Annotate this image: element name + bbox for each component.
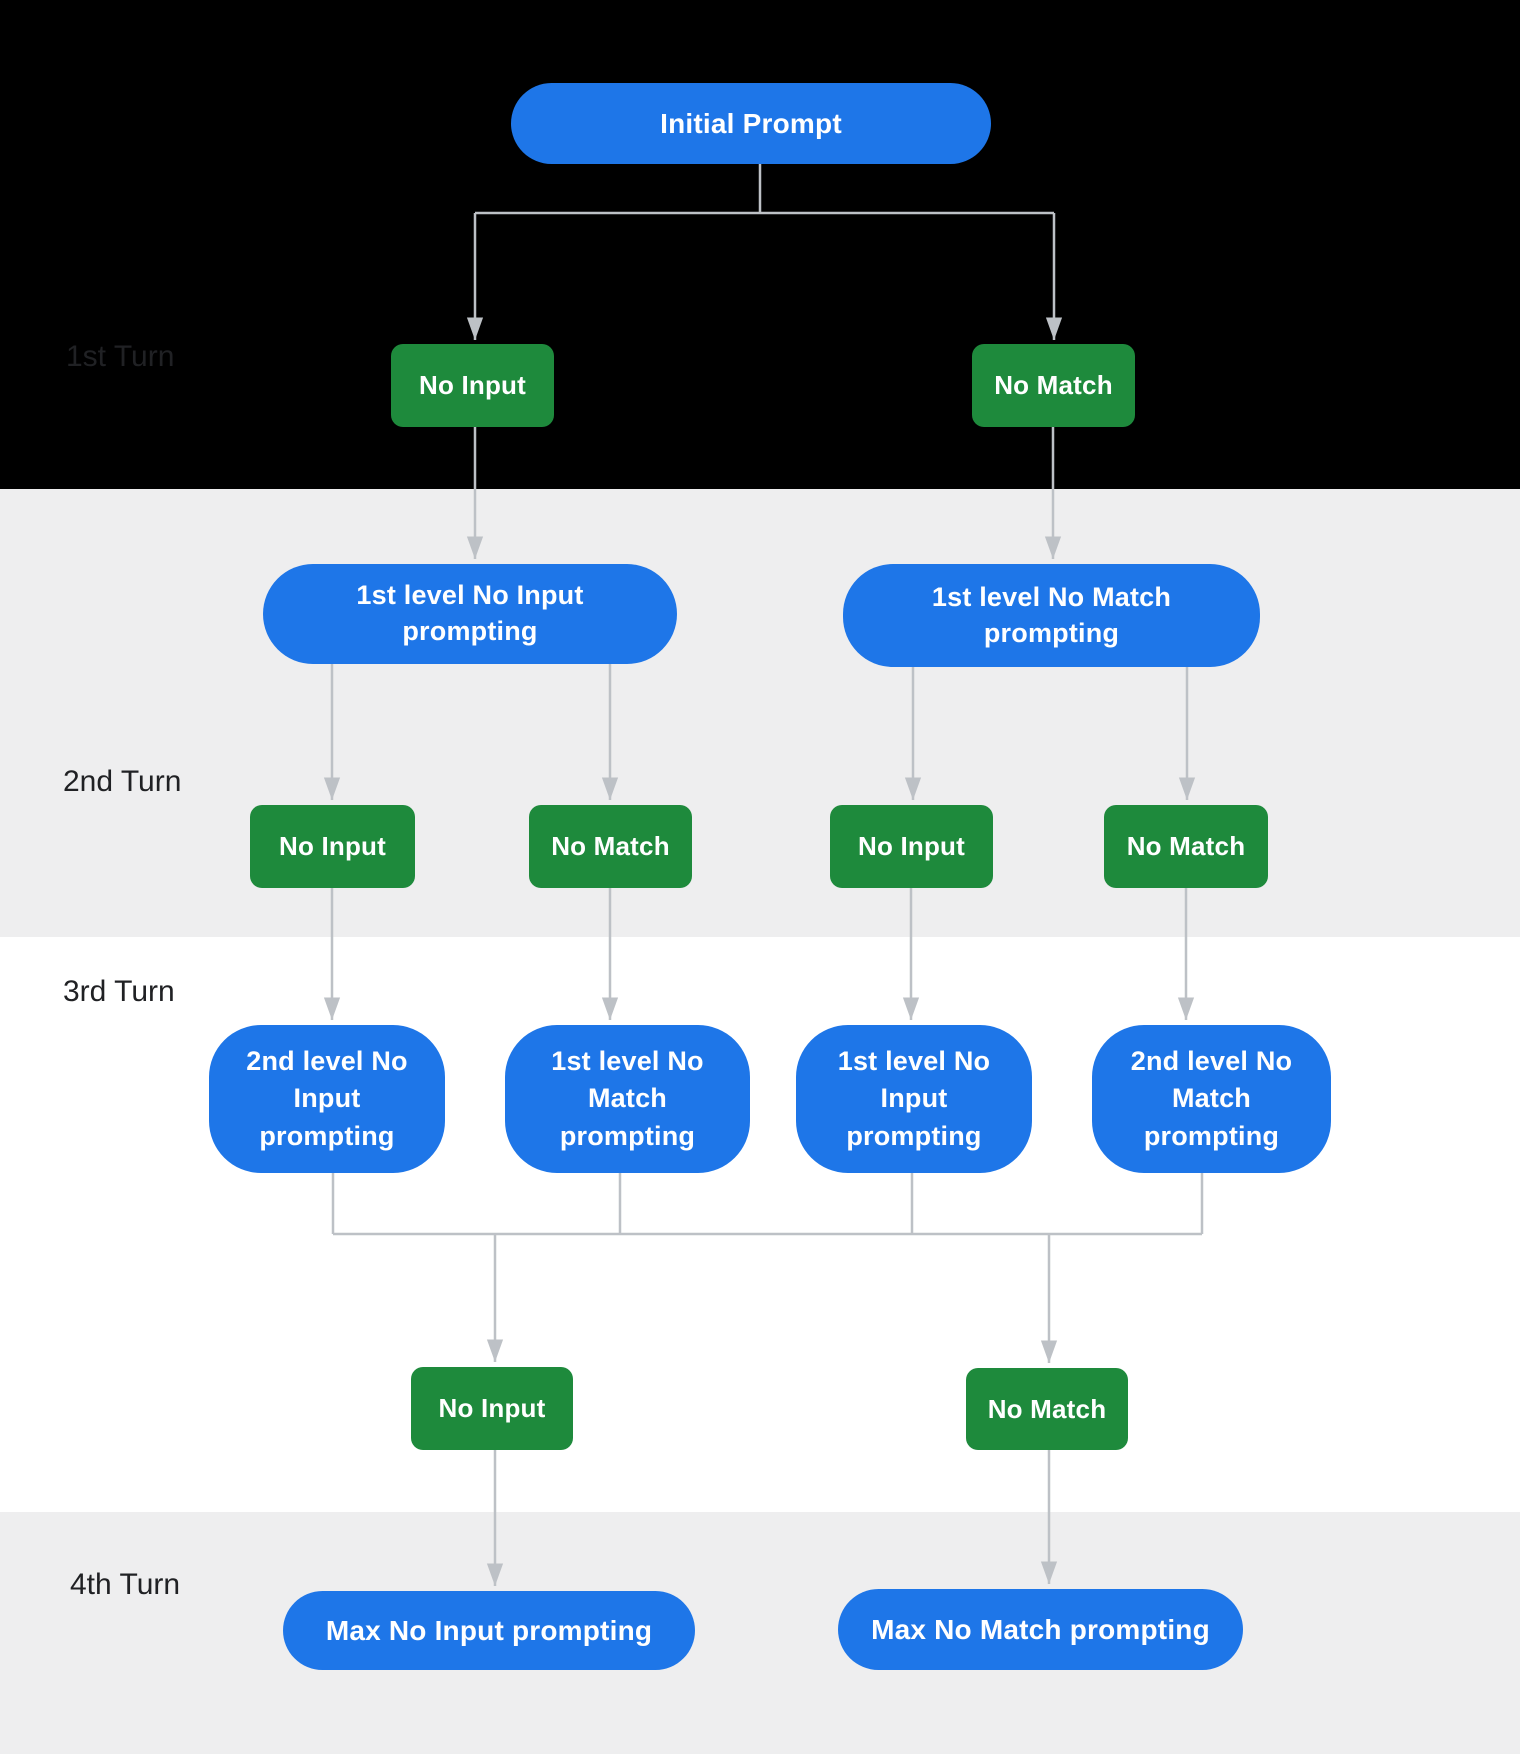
node-turn2-no-input-right: No Input bbox=[830, 805, 993, 888]
node-level1-no-input-prompting: 1st level No Input prompting bbox=[263, 564, 677, 664]
node-max-no-input-prompting: Max No Input prompting bbox=[283, 1591, 695, 1670]
node-turn2-no-input-left: No Input bbox=[250, 805, 415, 888]
turn-4-band bbox=[0, 1512, 1520, 1754]
node-turn2-no-match-right: No Match bbox=[1104, 805, 1268, 888]
node-final-no-input: No Input bbox=[411, 1367, 573, 1450]
node-level2-no-match-prompting: 2nd level No Match prompting bbox=[1092, 1025, 1331, 1173]
turn-label-3: 3rd Turn bbox=[63, 975, 175, 1008]
node-max-no-match-prompting: Max No Match prompting bbox=[838, 1589, 1243, 1670]
node-final-no-match: No Match bbox=[966, 1368, 1128, 1450]
turn-1-band bbox=[0, 0, 1520, 489]
turn-label-2: 2nd Turn bbox=[63, 765, 182, 798]
node-level1-no-match-prompting: 1st level No Match prompting bbox=[843, 564, 1260, 667]
node-turn1-no-input: No Input bbox=[391, 344, 554, 427]
node-turn1-no-match: No Match bbox=[972, 344, 1135, 427]
node-level1-no-input-prompting-2: 1st level No Input prompting bbox=[796, 1025, 1032, 1173]
node-turn2-no-match-left: No Match bbox=[529, 805, 692, 888]
node-initial-prompt: Initial Prompt bbox=[511, 83, 991, 164]
turn-label-1: 1st Turn bbox=[66, 340, 175, 373]
node-level1-no-match-prompting-2: 1st level No Match prompting bbox=[505, 1025, 750, 1173]
node-level2-no-input-prompting: 2nd level No Input prompting bbox=[209, 1025, 445, 1173]
turn-label-4: 4th Turn bbox=[70, 1568, 181, 1601]
